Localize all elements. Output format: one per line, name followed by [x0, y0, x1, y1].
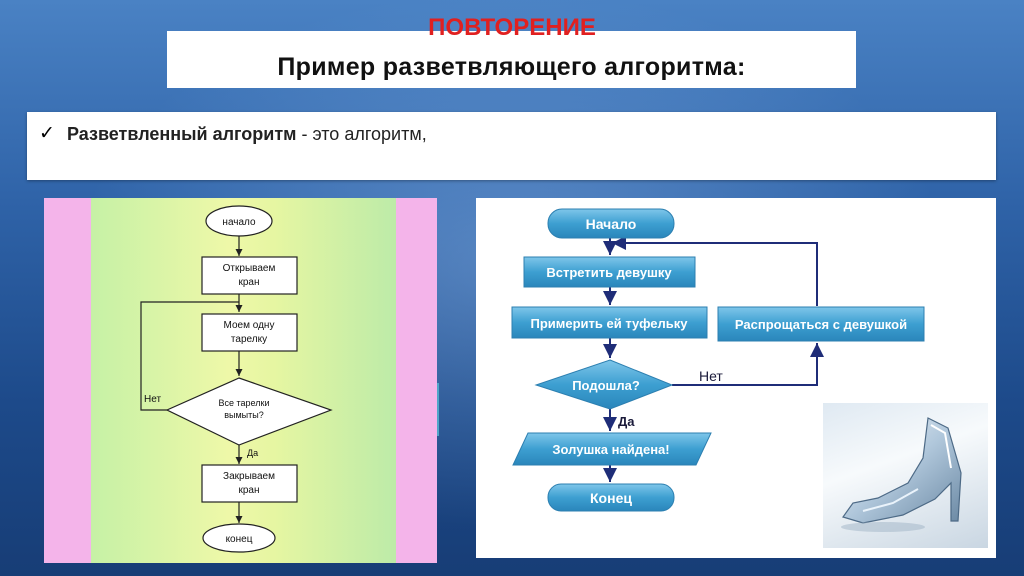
left-step-open-tap: Открываем кран — [201, 256, 298, 295]
right-farewell-label: Распрощаться с девушкой — [735, 317, 907, 332]
left-step2-line2: тарелку — [231, 334, 267, 345]
right-found-node: Золушка найдена! — [512, 432, 712, 466]
right-found-label: Золушка найдена! — [552, 442, 669, 457]
left-step1-line1: Открываем — [223, 263, 276, 274]
checkmark-icon: ✓ — [39, 123, 55, 144]
right-farewell-node: Распрощаться с девушкой — [717, 306, 925, 342]
left-step1-line2: кран — [238, 277, 259, 288]
left-flowchart: начало Открываем кран Моем одну тарелку … — [140, 205, 333, 553]
right-flowchart-panel: Начало Встретить девушку Примерить ей ту… — [476, 198, 996, 558]
right-end-label: Конец — [590, 490, 632, 506]
left-start-label: начало — [222, 217, 256, 228]
right-decision-label: Подошла? — [572, 378, 640, 393]
right-start-node: Начало — [547, 208, 675, 239]
definition-term: Разветвленный алгоритм — [67, 124, 297, 144]
right-end-node: Конец — [547, 483, 675, 512]
right-start-label: Начало — [586, 216, 637, 232]
right-yes-label: Да — [618, 414, 635, 429]
right-meet-node: Встретить девушку — [523, 256, 696, 288]
definition-body: - это алгоритм, — [296, 124, 427, 144]
right-meet-label: Встретить девушку — [546, 265, 672, 280]
right-no-label: Нет — [699, 368, 723, 384]
left-step-close-tap: Закрываем кран — [201, 464, 298, 503]
glass-slipper-image — [823, 403, 988, 548]
left-flowchart-panel: начало Открываем кран Моем одну тарелку … — [44, 198, 437, 563]
left-step2-line1: Моем одну — [224, 320, 275, 331]
right-try-on-node: Примерить ей туфельку — [511, 306, 708, 339]
right-flowchart: Начало Встретить девушку Примерить ей ту… — [511, 208, 925, 512]
left-decision-node: Все тарелки вымыты? — [165, 377, 333, 446]
left-decision-line2: вымыты? — [224, 410, 264, 420]
right-decision-node: Подошла? — [534, 359, 674, 410]
page-title: Пример разветвляющего алгоритма: — [277, 53, 746, 81]
left-step-wash-plate: Моем одну тарелку — [201, 313, 298, 352]
left-end-node: конец — [202, 523, 276, 553]
left-no-label: Нет — [144, 394, 161, 405]
title-box: Пример разветвляющего алгоритма: — [167, 31, 856, 88]
section-title: ПОВТОРЕНИЕ — [428, 14, 596, 41]
left-step3-line2: кран — [238, 485, 259, 496]
left-step3-line1: Закрываем — [223, 471, 275, 482]
left-end-label: конец — [226, 534, 253, 545]
left-start-node: начало — [205, 205, 273, 237]
glass-slipper-icon — [841, 417, 962, 532]
left-yes-label: Да — [247, 448, 258, 458]
definition-text: Разветвленный алгоритм - это алгоритм, — [67, 124, 427, 145]
left-decision-line1: Все тарелки — [219, 398, 270, 408]
right-try-on-label: Примерить ей туфельку — [530, 316, 688, 331]
definition-box: ✓ Разветвленный алгоритм - это алгоритм, — [27, 112, 996, 180]
